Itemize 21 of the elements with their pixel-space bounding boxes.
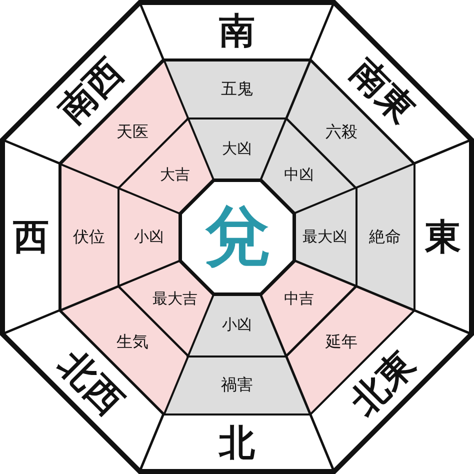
sector-label: 延年	[326, 334, 358, 350]
fortune-label: 最大凶	[302, 229, 348, 244]
sector-label: 禍害	[220, 377, 253, 393]
direction-label: 東	[425, 218, 461, 255]
fortune-label: 中凶	[284, 167, 314, 182]
fortune-label: 小凶	[134, 229, 164, 244]
sector-label: 伏位	[73, 228, 105, 245]
sector-label: 天医	[116, 124, 148, 140]
direction-label: 南	[218, 12, 255, 49]
center-character: 兌	[205, 205, 269, 269]
fortune-label: 小凶	[222, 318, 252, 332]
sector-label: 六殺	[326, 124, 358, 140]
sector-label: 生気	[116, 334, 148, 350]
fortune-label: 最大吉	[152, 292, 198, 307]
sector-label: 五鬼	[220, 81, 253, 97]
direction-label: 北	[218, 425, 255, 461]
direction-label: 西	[12, 218, 49, 255]
fortune-label: 大凶	[222, 142, 252, 156]
fortune-label: 中吉	[284, 292, 314, 307]
fortune-label: 大吉	[160, 167, 190, 182]
sector-label: 絶命	[369, 228, 401, 245]
